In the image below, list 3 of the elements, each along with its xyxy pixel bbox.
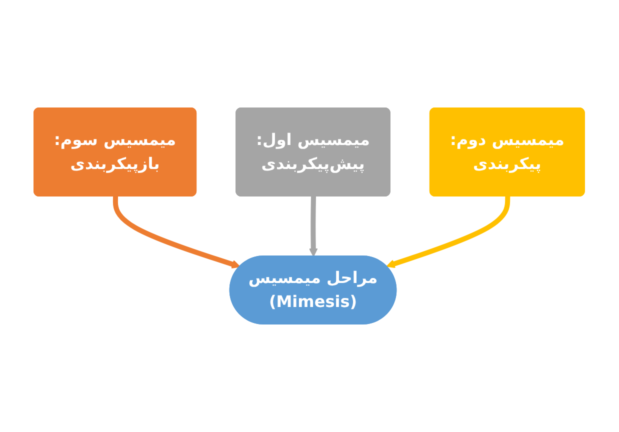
arrow: [386, 196, 510, 268]
arrow: [113, 196, 241, 268]
arrow: [309, 196, 318, 257]
